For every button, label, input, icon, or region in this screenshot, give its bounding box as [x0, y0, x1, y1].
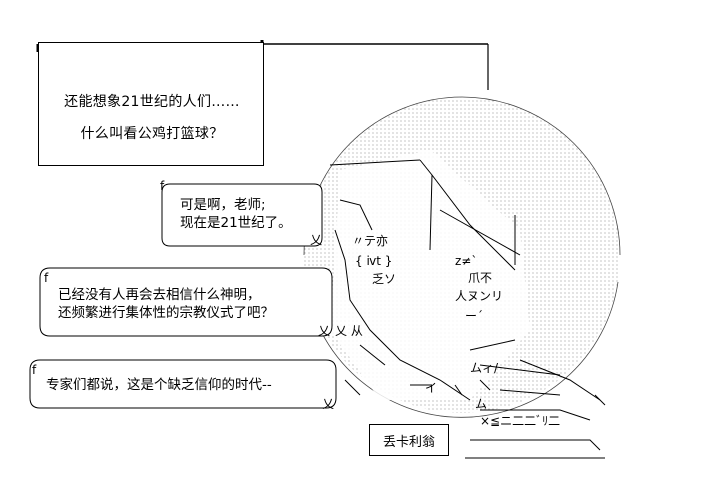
svg-text:ー´: ー´ — [465, 309, 483, 323]
bubble-2-outline — [39, 267, 333, 337]
svg-text:乂: 乂 — [318, 324, 330, 338]
bubble-1-line-1: 可是啊，老师; — [180, 197, 266, 213]
svg-text:f: f — [160, 179, 165, 193]
bubble-2: 已经没有人再会去相信什么神明， 还频繁进行集体性的宗教仪式了吧？ — [58, 286, 274, 322]
caption-line-1: 还能想象21世纪的人们…… — [64, 94, 240, 110]
caption-line-2: 什么叫看公鸡打篮球？ — [80, 126, 224, 142]
svg-text:爪不: 爪不 — [468, 271, 492, 285]
bubble-2-line-1: 已经没有人再会去相信什么神明， — [58, 287, 261, 303]
bubble-3-outline — [29, 359, 337, 409]
svg-text:×≦ニ二二ﾞﾘ二: ×≦ニ二二ﾞﾘ二 — [480, 414, 560, 428]
svg-text:乂: 乂 — [322, 397, 334, 411]
caption-box: 还能想象21世纪的人们…… 什么叫看公鸡打篮球？ — [38, 42, 264, 166]
svg-text:〃テ亦: 〃テ亦 — [352, 233, 388, 248]
svg-text:乏ソ: 乏ソ — [372, 272, 396, 286]
svg-text:ム: ム — [475, 397, 487, 411]
svg-text:f: f — [44, 271, 49, 285]
svg-text:z≠`: z≠` — [455, 254, 477, 268]
speaker-name: 丢卡利翁 — [382, 434, 435, 450]
speaker-name-tag: 丢卡利翁 — [369, 424, 449, 456]
bubble-3: 专家们都说，这是个缺乏信仰的时代-- — [46, 376, 272, 394]
bubble-1-outline — [161, 183, 323, 247]
svg-text:f: f — [32, 363, 37, 377]
svg-text:{ ⅳt }: { ⅳt } — [355, 254, 392, 268]
figure-lines — [329, 159, 606, 459]
svg-text:ムィ/: ムィ/ — [470, 361, 499, 375]
svg-text:イ: イ — [425, 381, 437, 395]
bubble-3-line-1: 专家们都说，这是个缺乏信仰的时代-- — [46, 377, 272, 393]
svg-text:人ヌンリ: 人ヌンリ — [455, 289, 503, 303]
bubble-1-line-2: 现在是21世纪了。 — [180, 215, 292, 231]
svg-text:乂 从: 乂 从 — [335, 324, 363, 338]
bubble-1: 可是啊，老师; 现在是21世纪了。 — [180, 196, 292, 232]
bubble-2-line-2: 还频繁进行集体性的宗教仪式了吧？ — [58, 305, 274, 321]
svg-text:乂: 乂 — [310, 233, 322, 247]
face-glyphs: 〃テ亦 { ⅳt } 乏ソ z≠` 爪不 人ヌンリ ー´ 乂 从 ムィ/ イ ム… — [335, 233, 560, 428]
